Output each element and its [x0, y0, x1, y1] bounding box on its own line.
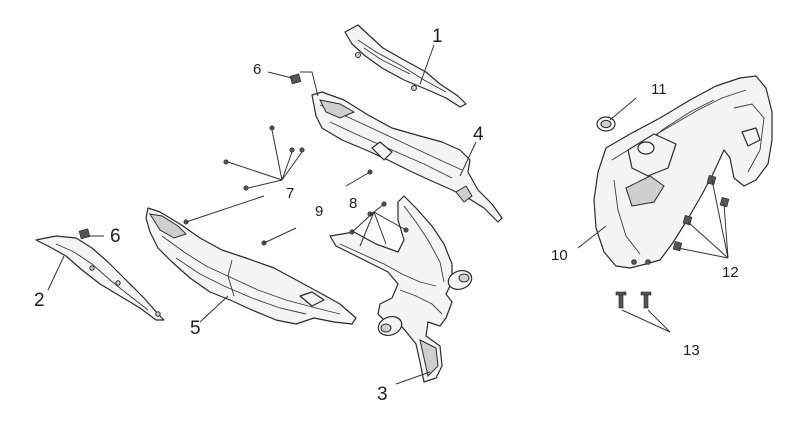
part-2-small-trim [35, 235, 165, 321]
callout-6-lower: 6 [110, 226, 121, 247]
part-3-front-shield [329, 195, 473, 383]
callout-12: 12 [722, 264, 739, 281]
callout-3: 3 [377, 384, 388, 405]
part-5-side-cover [145, 207, 357, 325]
leader-lines [47, 44, 729, 385]
callout-13: 13 [683, 342, 700, 359]
callout-6-upper: 6 [253, 61, 261, 78]
callout-5: 5 [190, 318, 201, 339]
part-7-screws [223, 125, 305, 191]
callout-8: 8 [349, 195, 357, 212]
part-1-upper-trim [344, 24, 467, 108]
part-4-center-cover [311, 91, 503, 223]
part-11-grommet [596, 116, 616, 132]
part-6-clips [78, 73, 302, 240]
part-12-clip-nuts [672, 174, 730, 252]
part-10-inner-panel [593, 75, 773, 269]
callout-2: 2 [34, 290, 45, 311]
callout-11: 11 [651, 81, 667, 98]
callout-1: 1 [432, 26, 443, 47]
callout-4: 4 [473, 124, 484, 145]
callout-labels: 1 4 2 5 3 6 6 7 8 9 10 11 12 13 [34, 26, 739, 405]
callout-10: 10 [551, 247, 568, 264]
callout-7: 7 [286, 185, 294, 202]
part-13-screws [615, 259, 652, 309]
callout-9: 9 [315, 203, 323, 220]
